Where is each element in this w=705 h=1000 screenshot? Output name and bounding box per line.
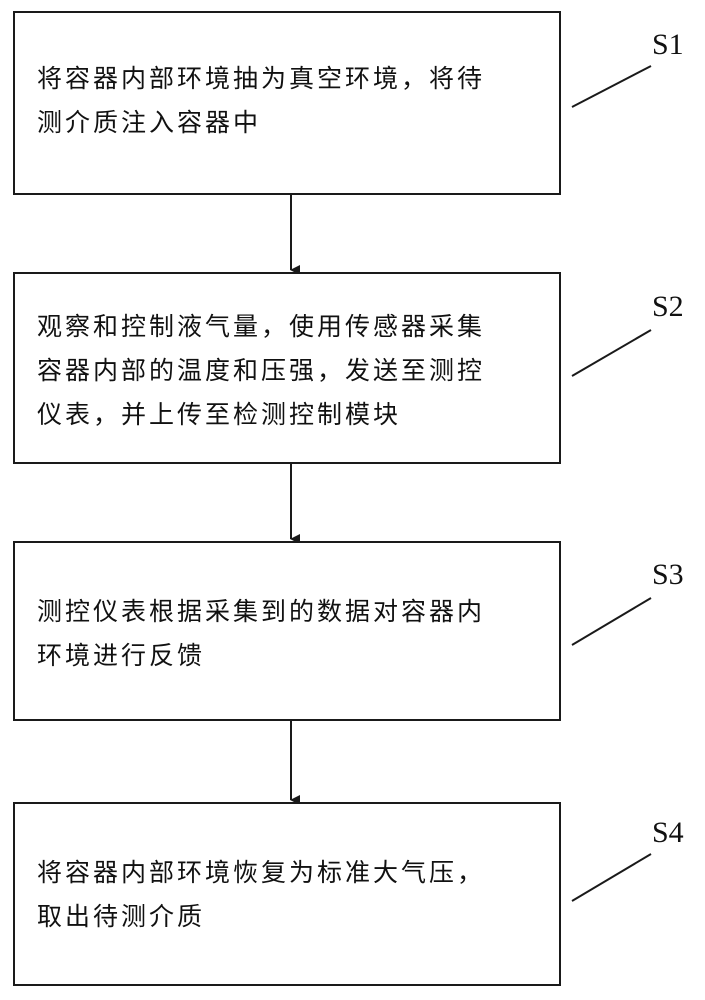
step-label-s4: S4 — [652, 816, 684, 849]
leader-line-s4 — [571, 853, 652, 902]
step-label-s2: S2 — [652, 290, 684, 323]
leader-line-s2 — [571, 329, 652, 377]
step-text-line: 容器内部的温度和压强，发送至测控 — [37, 356, 486, 385]
step-text-line: 环境进行反馈 — [37, 641, 206, 670]
step-box-s4: 将容器内部环境恢复为标准大气压， 取出待测介质 — [13, 802, 561, 986]
step-text-s2: 观察和控制液气量，使用传感器采集 容器内部的温度和压强，发送至测控 仪表，并上传… — [37, 305, 541, 437]
step-text-line: 取出待测介质 — [37, 902, 206, 931]
leader-line-s1 — [571, 65, 652, 108]
step-label-s1: S1 — [652, 28, 684, 61]
step-box-s2: 观察和控制液气量，使用传感器采集 容器内部的温度和压强，发送至测控 仪表，并上传… — [13, 272, 561, 464]
step-text-s1: 将容器内部环境抽为真空环境，将待 测介质注入容器中 — [37, 57, 541, 145]
step-text-line: 将容器内部环境抽为真空环境，将待 — [37, 64, 486, 93]
step-text-line: 将容器内部环境恢复为标准大气压， — [37, 858, 486, 887]
step-box-s1: 将容器内部环境抽为真空环境，将待 测介质注入容器中 — [13, 11, 561, 195]
step-text-s4: 将容器内部环境恢复为标准大气压， 取出待测介质 — [37, 851, 541, 939]
leader-line-s3 — [571, 597, 652, 646]
step-text-s3: 测控仪表根据采集到的数据对容器内 环境进行反馈 — [37, 590, 541, 678]
step-label-s3: S3 — [652, 558, 684, 591]
step-box-s3: 测控仪表根据采集到的数据对容器内 环境进行反馈 — [13, 541, 561, 721]
step-text-line: 仪表，并上传至检测控制模块 — [37, 400, 402, 429]
step-text-line: 观察和控制液气量，使用传感器采集 — [37, 312, 486, 341]
step-text-line: 测介质注入容器中 — [37, 108, 262, 137]
step-text-line: 测控仪表根据采集到的数据对容器内 — [37, 597, 486, 626]
